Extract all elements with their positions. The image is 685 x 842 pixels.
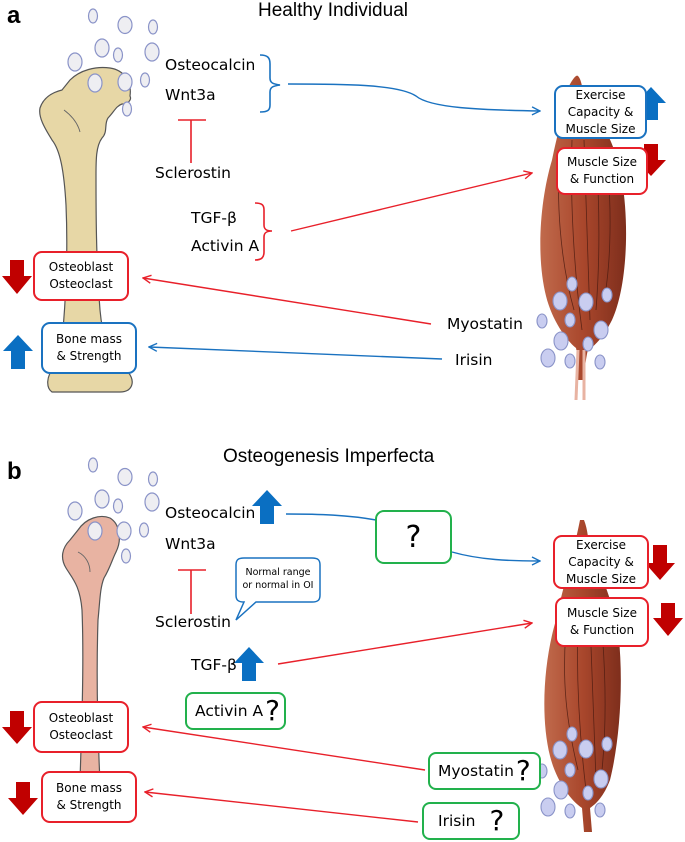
- box-text: Muscle Size: [567, 155, 637, 169]
- box-text: Capacity &: [568, 554, 634, 569]
- up-arrow-tgf-b: [234, 647, 264, 681]
- arrow-osteocalcin-to-unknown-b: [285, 513, 377, 521]
- arrow-unknown-to-exercise-b: [451, 551, 540, 561]
- box-bone-mass-a: Bone mass & Strength: [41, 322, 137, 374]
- box-text: Bone mass: [56, 332, 122, 346]
- box-text: Exercise: [576, 537, 626, 552]
- down-arrow-muscle-b: [653, 603, 683, 636]
- label-irisin-a: Irisin: [455, 351, 493, 369]
- down-arrow-exercise-b: [645, 545, 675, 580]
- arrow-irisin-to-bone-a: [149, 347, 443, 360]
- panel-b-title: Osteogenesis Imperfecta: [223, 446, 435, 467]
- oi-bone-illustration: [61, 515, 120, 783]
- box-text: Osteoclast: [49, 728, 113, 742]
- label-activin-a-a: Activin A: [191, 237, 260, 255]
- box-text: Muscle Size: [565, 121, 636, 136]
- label-irisin-b: Irisin: [438, 812, 476, 830]
- box-bone-mass-b: Bone mass & Strength: [41, 771, 137, 823]
- box-text: Muscle Size: [566, 571, 636, 586]
- box-text: & Strength: [56, 798, 122, 812]
- arrow-tgf-to-muscle-b: [277, 623, 532, 665]
- box-text: Exercise: [575, 87, 626, 102]
- label-myostatin-b: Myostatin: [438, 762, 514, 780]
- callout-line: Normal range: [245, 567, 311, 578]
- box-muscle-function-a: Muscle Size & Function: [556, 147, 648, 195]
- question-mark: ?: [489, 804, 505, 837]
- box-irisin-b: Irisin ?: [422, 802, 520, 840]
- box-text: & Strength: [56, 349, 122, 363]
- arrow-irisin-to-bone-b: [145, 792, 419, 823]
- label-osteocalcin-a: Osteocalcin: [165, 56, 256, 74]
- arrow-myostatin-to-osteo-b: [143, 727, 426, 771]
- label-tgf-beta-b: TGF-β: [191, 656, 237, 674]
- label-myostatin-a: Myostatin: [447, 315, 523, 333]
- panel-a-letter: a: [7, 2, 21, 29]
- callout-text: Normal range or normal in OI: [238, 566, 318, 592]
- callout-line: or normal in OI: [242, 580, 314, 591]
- up-arrow-osteocalcin-b: [252, 490, 282, 524]
- arrow-bone-to-exercise-a: [287, 83, 540, 111]
- box-osteoblast-osteoclast-b: Osteoblast Osteoclast: [33, 701, 129, 753]
- box-text: Osteoblast: [48, 260, 114, 274]
- inhibit-sclerostin-b: [178, 569, 206, 614]
- down-arrow-osteo-a: [2, 260, 32, 294]
- down-arrow-osteo-b: [2, 711, 32, 744]
- down-arrow-bone-mass-b: [8, 782, 38, 815]
- box-text: Muscle Size: [567, 606, 637, 620]
- muscle-vesicles-b: [536, 726, 613, 819]
- up-arrow-bone-mass-a: [3, 335, 33, 369]
- box-exercise-capacity-b: Exercise Capacity & Muscle Size: [553, 535, 649, 589]
- box-exercise-capacity-a: Exercise Capacity & Muscle Size: [554, 85, 647, 139]
- question-mark: ?: [515, 754, 531, 787]
- label-sclerostin-a: Sclerostin: [155, 164, 232, 182]
- label-osteocalcin-b: Osteocalcin: [165, 504, 256, 522]
- label-tgf-beta-a: TGF-β: [191, 209, 237, 227]
- inhibit-sclerostin-a: [178, 119, 206, 163]
- box-text: Osteoclast: [49, 277, 113, 291]
- question-mark: ?: [265, 694, 280, 727]
- box-myostatin-b: Myostatin ?: [428, 752, 541, 790]
- box-text: Capacity &: [567, 104, 634, 119]
- callout-bubble: [235, 557, 321, 621]
- bone-vesicles-a: [67, 8, 160, 117]
- box-text: Osteoblast: [48, 711, 114, 725]
- muscle-vesicles-a: [536, 276, 613, 370]
- box-text: Bone mass: [56, 781, 122, 795]
- box-activin-a-b: Activin A ?: [185, 692, 286, 730]
- label-sclerostin-b: Sclerostin: [155, 613, 232, 631]
- bracket-tgf-activin: [254, 202, 273, 261]
- label-wnt3a-a: Wnt3a: [165, 86, 216, 104]
- box-muscle-function-b: Muscle Size & Function: [555, 597, 649, 647]
- label-activin-a-b: Activin A: [195, 702, 264, 720]
- panel-a-title: Healthy Individual: [258, 0, 408, 21]
- box-text: & Function: [569, 172, 635, 186]
- label-wnt3a-b: Wnt3a: [165, 535, 216, 553]
- box-unknown-mediator-b: ?: [375, 510, 452, 564]
- arrow-tgf-to-muscle-a: [290, 173, 532, 232]
- arrow-myostatin-to-osteo-a: [143, 278, 432, 325]
- bracket-osteocalcin-wnt3a: [259, 54, 281, 113]
- panel-b-letter: b: [7, 458, 22, 485]
- box-osteoblast-osteoclast-a: Osteoblast Osteoclast: [33, 251, 129, 301]
- box-text: & Function: [569, 623, 635, 637]
- question-mark: ?: [405, 519, 422, 555]
- bone-vesicles-b: [67, 457, 160, 564]
